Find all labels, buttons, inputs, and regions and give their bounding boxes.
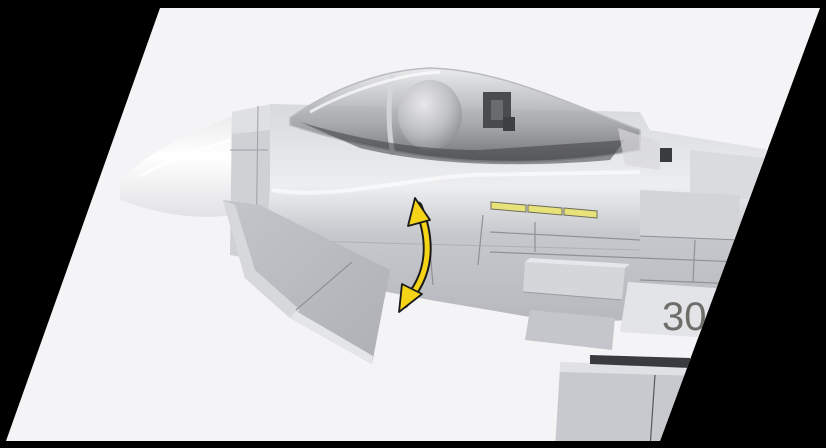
yellow-stripes (490, 201, 598, 219)
double-headed-curved-arrow-icon (398, 197, 432, 313)
rear-block-upper (690, 150, 765, 200)
cockpit-canopy (289, 67, 672, 170)
nose-cone (120, 115, 235, 217)
lower-intake (525, 310, 615, 350)
intake-block (523, 262, 625, 300)
tail-number: 30 (662, 295, 707, 339)
canard-fin (223, 200, 390, 364)
jet-model: 30 (120, 67, 770, 441)
panel-lines (429, 214, 741, 286)
pilot-helmet (398, 80, 462, 150)
